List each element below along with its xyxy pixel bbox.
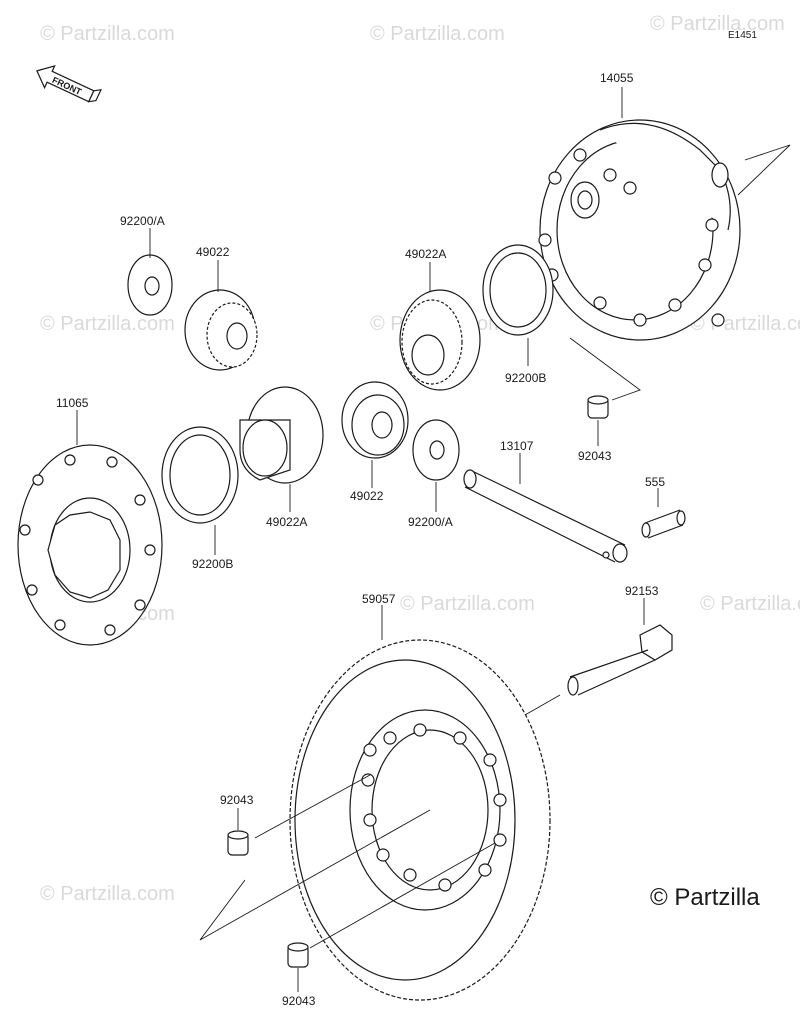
watermark-corner: © Partzilla (650, 884, 760, 911)
washer-92200a-top (127, 254, 173, 316)
label-49022-top: 49022 (196, 245, 230, 259)
label-92200b-left: 92200B (192, 557, 233, 571)
label-13107: 13107 (500, 439, 534, 453)
label-555: 555 (645, 475, 665, 489)
part-labels: 14055 92200/A 49022 49022A 92200B 92043 … (56, 71, 665, 1008)
washer-92200b-left (161, 426, 239, 524)
label-49022a-bottom: 49022A (266, 515, 307, 529)
watermark: © Partzilla.com (40, 313, 175, 335)
label-92200a-top: 92200/A (120, 214, 165, 228)
label-92153: 92153 (625, 584, 659, 598)
differential-cover-11065 (17, 444, 163, 646)
label-49022-bottom: 49022 (350, 489, 384, 503)
dowel-pin-92043-bottom (287, 942, 309, 968)
watermark: © Partzilla.com (690, 313, 800, 335)
label-49022a-top: 49022A (405, 247, 446, 261)
ring-gear-59057 (289, 639, 551, 1001)
dowel-pin-92043-top (587, 395, 609, 419)
label-11065: 11065 (56, 396, 89, 410)
pinion-shaft-13107 (463, 469, 628, 563)
label-92043-top: 92043 (578, 449, 612, 463)
side-gear-49022a-top (399, 289, 481, 391)
bolt-92153 (567, 624, 673, 696)
washer-92200a-bottom (412, 419, 460, 481)
dowel-pin-92043-left (227, 830, 249, 856)
pinion-gear-49022-bottom (341, 381, 409, 459)
front-arrow-icon: FRONT (36, 64, 102, 103)
watermark: © Partzilla.com (40, 23, 175, 45)
label-59057: 59057 (362, 592, 396, 606)
label-92043-left: 92043 (220, 793, 254, 807)
pin-555 (641, 509, 686, 539)
diagram-code: E1451 (728, 30, 757, 41)
watermark: © Partzilla.com (370, 23, 505, 45)
pinion-gear-49022-top (184, 289, 258, 371)
washer-92200b-right (482, 244, 554, 336)
watermark: © Partzilla.com (650, 13, 785, 35)
watermark: © Partzilla.com (700, 593, 800, 615)
differential-case (538, 119, 741, 341)
label-92200a-bottom: 92200/A (408, 515, 453, 529)
watermark: © Partzilla.com (400, 593, 535, 615)
label-14055: 14055 (600, 71, 634, 85)
label-92043-bottom: 92043 (282, 994, 316, 1008)
leader-lines (76, 87, 791, 992)
side-gear-49022a-bottom (239, 386, 324, 484)
label-92200b-right: 92200B (505, 371, 546, 385)
watermark: © Partzilla.com (40, 883, 175, 905)
